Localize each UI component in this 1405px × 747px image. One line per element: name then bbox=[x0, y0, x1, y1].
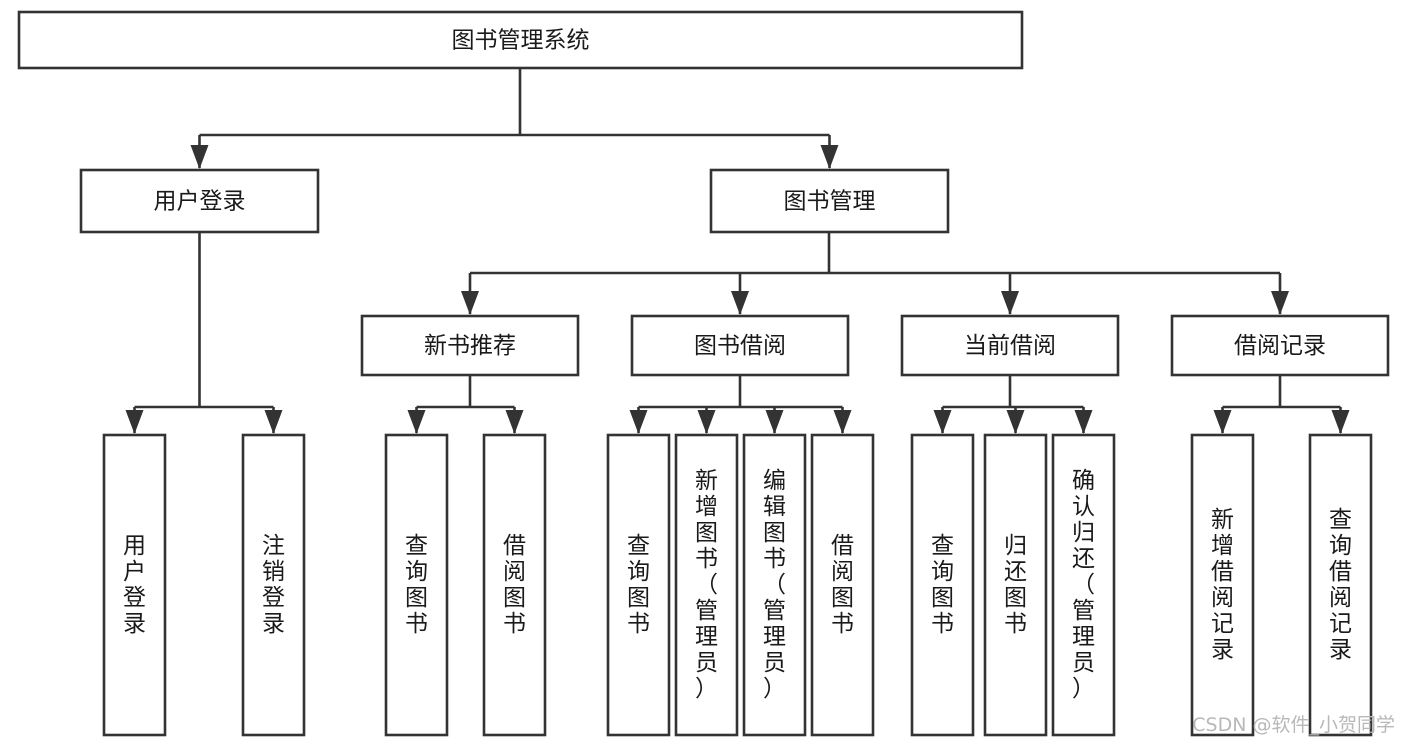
arrow-head-icon-leaf-query-borrow-record bbox=[1331, 410, 1350, 434]
node-label-leaf-add-book: 新增图书（管理员） bbox=[695, 468, 718, 702]
node-leaf-logout-login[interactable]: 注销登录 bbox=[241, 433, 306, 737]
node-box-leaf-borrow-book-1 bbox=[482, 433, 547, 737]
node-box-leaf-edit-book bbox=[742, 433, 807, 737]
node-box-leaf-user-login bbox=[102, 433, 167, 737]
node-leaf-query-book-2[interactable]: 查询图书 bbox=[606, 433, 671, 737]
node-box-leaf-add-book bbox=[674, 433, 739, 737]
node-label-new-book-recommend: 新书推荐 bbox=[424, 333, 516, 359]
arrow-head-icon-leaf-add-book bbox=[697, 410, 716, 434]
node-label-leaf-logout-login: 注销登录 bbox=[262, 533, 285, 637]
node-leaf-return-book[interactable]: 归还图书 bbox=[983, 433, 1048, 737]
node-box-user-login bbox=[79, 168, 320, 234]
node-undefined[interactable]: 图书管理系统 bbox=[17, 10, 1024, 70]
boxes-layer: 图书管理系统用户登录图书管理新书推荐图书借阅当前借阅借阅记录用户登录注销登录查询… bbox=[17, 10, 1390, 737]
node-label-leaf-query-book-2: 查询图书 bbox=[627, 533, 650, 637]
node-leaf-user-login[interactable]: 用户登录 bbox=[102, 433, 167, 737]
node-user-login[interactable]: 用户登录 bbox=[79, 168, 320, 234]
node-box-new-book-recommend bbox=[360, 314, 580, 377]
node-label-leaf-edit-book: 编辑图书（管理员） bbox=[763, 468, 786, 702]
node-label-leaf-confirm-return: 确认归还（管理员） bbox=[1072, 468, 1095, 702]
arrow-head-icon-leaf-logout-login bbox=[264, 410, 283, 434]
node-label-leaf-user-login: 用户登录 bbox=[123, 533, 146, 637]
node-box-borrow-record bbox=[1170, 314, 1390, 377]
arrow-head-icon-leaf-return-book bbox=[1006, 410, 1025, 434]
node-label-book-borrow: 图书借阅 bbox=[694, 333, 786, 359]
node-box-leaf-query-book-3 bbox=[910, 433, 975, 737]
arrow-head-icon-leaf-query-book-3 bbox=[933, 410, 952, 434]
node-box-leaf-query-borrow-record bbox=[1308, 433, 1373, 737]
node-box-leaf-borrow-book-2 bbox=[810, 433, 875, 737]
arrow-head-icon-leaf-add-borrow-record bbox=[1213, 410, 1232, 434]
node-box-leaf-query-book-2 bbox=[606, 433, 671, 737]
node-current-borrow[interactable]: 当前借阅 bbox=[900, 314, 1120, 377]
node-borrow-record[interactable]: 借阅记录 bbox=[1170, 314, 1390, 377]
node-label-borrow-record: 借阅记录 bbox=[1234, 333, 1326, 359]
arrow-head-icon-book-borrow bbox=[731, 291, 749, 315]
node-box-book-manage bbox=[709, 168, 950, 234]
node-new-book-recommend[interactable]: 新书推荐 bbox=[360, 314, 580, 377]
node-box-leaf-confirm-return bbox=[1051, 433, 1116, 737]
node-box-leaf-query-book-1 bbox=[384, 433, 449, 737]
node-label-current-borrow: 当前借阅 bbox=[964, 333, 1056, 359]
node-label-leaf-borrow-book-1: 借阅图书 bbox=[503, 533, 526, 637]
node-label-leaf-query-book-3: 查询图书 bbox=[931, 533, 954, 637]
node-book-manage[interactable]: 图书管理 bbox=[709, 168, 950, 234]
node-leaf-edit-book[interactable]: 编辑图书（管理员） bbox=[742, 433, 807, 737]
node-box-current-borrow bbox=[900, 314, 1120, 377]
node-label-leaf-add-borrow-record: 新增借阅记录 bbox=[1211, 507, 1234, 663]
node-label-leaf-borrow-book-2: 借阅图书 bbox=[831, 533, 854, 637]
arrow-head-icon-leaf-user-login bbox=[125, 410, 144, 434]
arrow-head-icon-new-book-recommend bbox=[461, 291, 479, 315]
node-leaf-borrow-book-2[interactable]: 借阅图书 bbox=[810, 433, 875, 737]
node-label-leaf-return-book: 归还图书 bbox=[1004, 533, 1027, 637]
node-leaf-query-book-1[interactable]: 查询图书 bbox=[384, 433, 449, 737]
node-box-undefined bbox=[17, 10, 1024, 70]
node-leaf-confirm-return[interactable]: 确认归还（管理员） bbox=[1051, 433, 1116, 737]
node-leaf-query-book-3[interactable]: 查询图书 bbox=[910, 433, 975, 737]
node-book-borrow[interactable]: 图书借阅 bbox=[630, 314, 850, 377]
connectors-layer bbox=[125, 68, 1350, 434]
node-label-leaf-query-book-1: 查询图书 bbox=[405, 533, 428, 637]
arrow-head-icon-leaf-query-book-2 bbox=[629, 410, 648, 434]
arrow-head-icon-leaf-edit-book bbox=[765, 410, 784, 434]
node-leaf-borrow-book-1[interactable]: 借阅图书 bbox=[482, 433, 547, 737]
csdn-watermark: CSDN @软件_小贺同学 bbox=[1192, 714, 1395, 736]
arrow-head-icon-leaf-borrow-book-2 bbox=[833, 410, 852, 434]
arrow-head-icon-leaf-borrow-book-1 bbox=[505, 410, 524, 434]
node-label-user-login: 用户登录 bbox=[154, 189, 246, 215]
node-leaf-add-book[interactable]: 新增图书（管理员） bbox=[674, 433, 739, 737]
node-label-book-manage: 图书管理 bbox=[784, 189, 876, 215]
node-label-leaf-query-borrow-record: 查询借阅记录 bbox=[1329, 507, 1352, 663]
arrow-head-icon-user-login bbox=[190, 145, 209, 169]
node-box-leaf-logout-login bbox=[241, 433, 306, 737]
node-label-undefined: 图书管理系统 bbox=[452, 28, 590, 54]
arrow-head-icon-leaf-query-book-1 bbox=[407, 410, 426, 434]
node-box-leaf-add-borrow-record bbox=[1190, 433, 1255, 737]
arrow-head-icon-current-borrow bbox=[1001, 291, 1019, 315]
node-box-book-borrow bbox=[630, 314, 850, 377]
node-leaf-add-borrow-record[interactable]: 新增借阅记录 bbox=[1190, 433, 1255, 737]
arrow-head-icon-leaf-confirm-return bbox=[1074, 410, 1093, 434]
node-box-leaf-return-book bbox=[983, 433, 1048, 737]
node-leaf-query-borrow-record[interactable]: 查询借阅记录 bbox=[1308, 433, 1373, 737]
arrow-head-icon-book-manage bbox=[820, 145, 839, 169]
arrow-head-icon-borrow-record bbox=[1271, 291, 1289, 315]
